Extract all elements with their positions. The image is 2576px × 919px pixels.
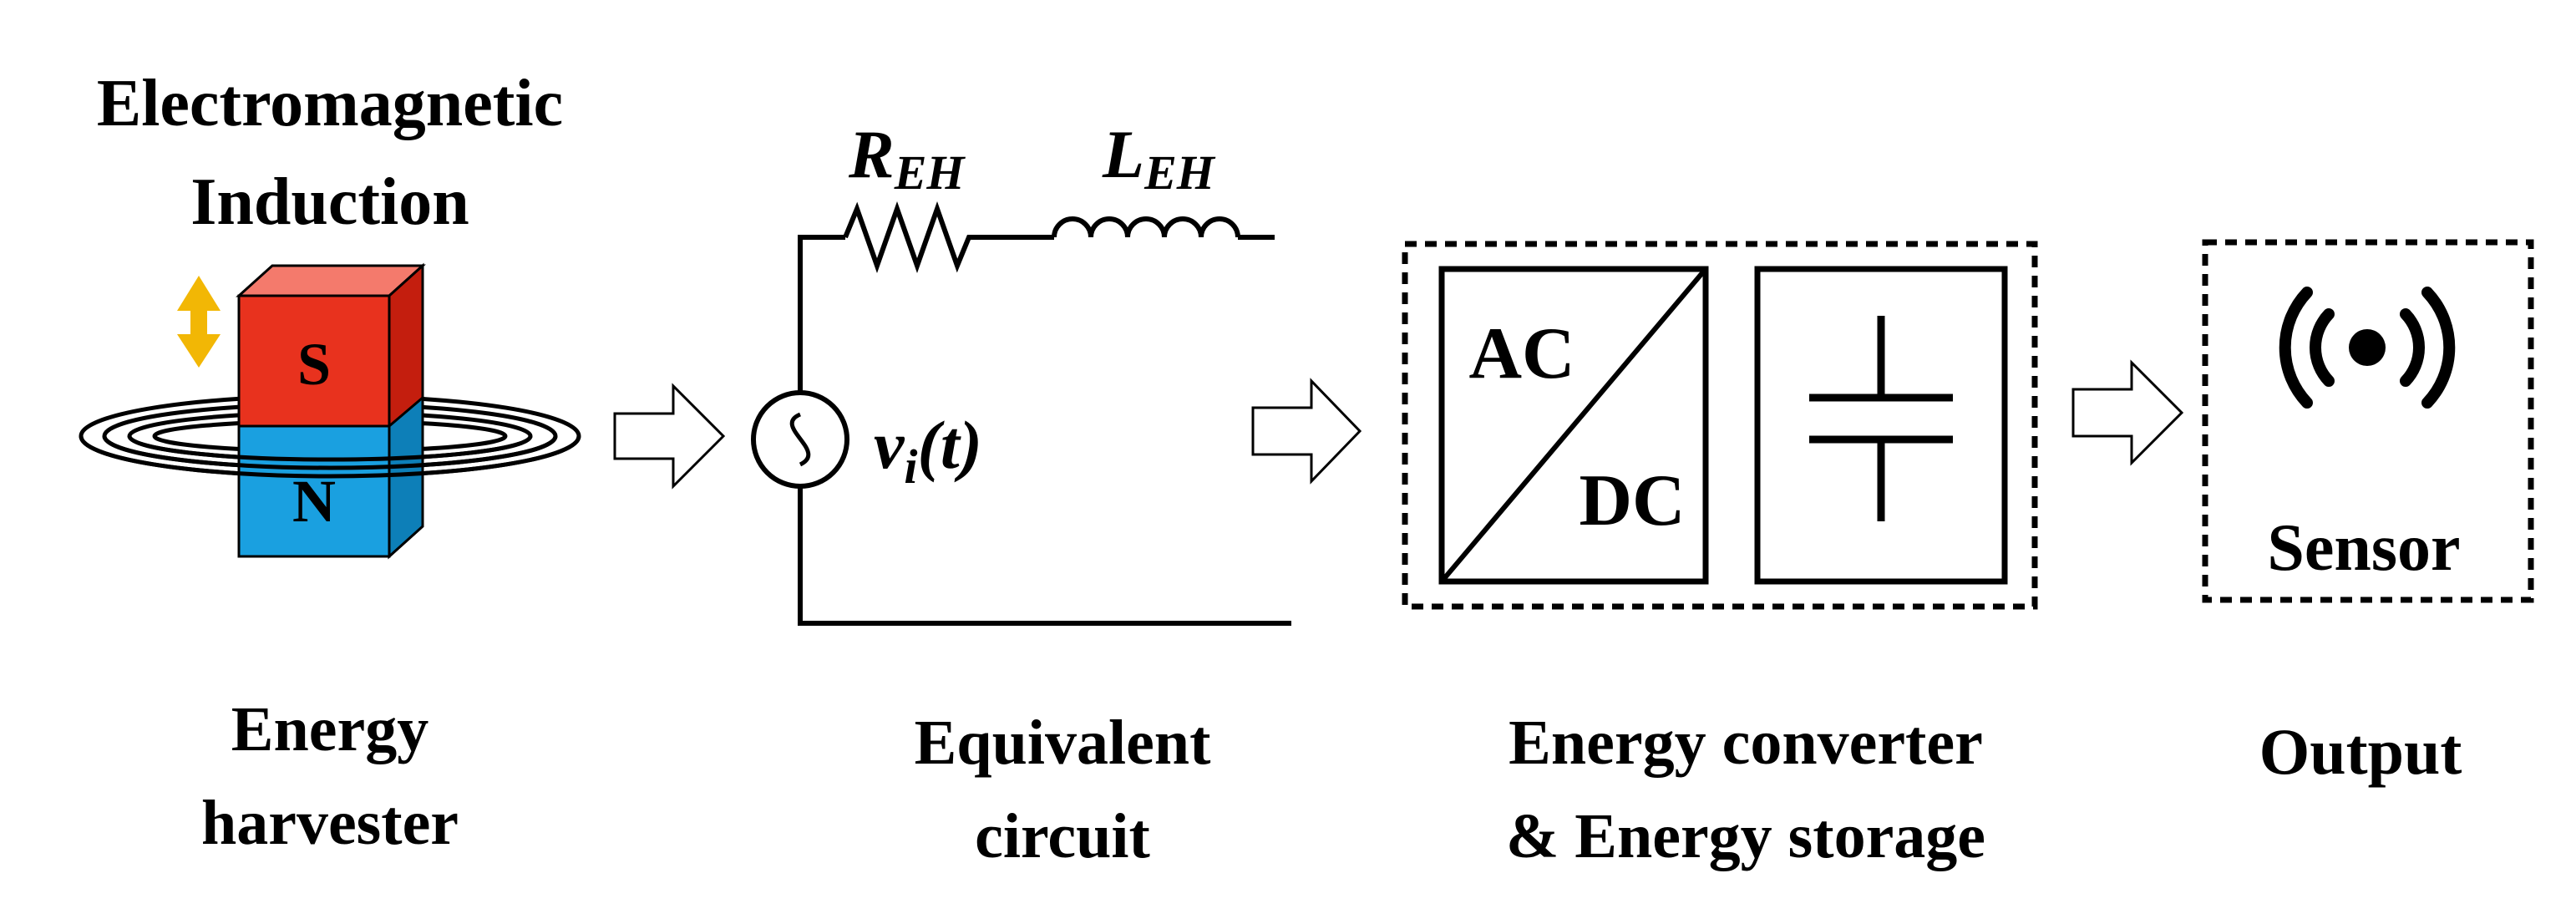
harvester-title: Electromagnetic Induction xyxy=(97,67,563,239)
magnet-south-label: S xyxy=(297,331,331,398)
harvester-title-line1: Electromagnetic xyxy=(97,67,563,140)
magnet-south xyxy=(237,294,391,428)
sensor-dashed-box xyxy=(2202,239,2534,603)
magnet: S N xyxy=(236,262,426,560)
broadcast-icon xyxy=(2279,287,2456,409)
inductor-label: LEH xyxy=(1102,116,1216,200)
converter-caption-line2: & Energy storage xyxy=(1506,801,1985,871)
harvester-caption-line1: Energy xyxy=(231,694,428,764)
motion-arrow xyxy=(177,276,221,368)
flow-arrow-3 xyxy=(2071,359,2184,466)
output-caption: Output xyxy=(2259,715,2462,788)
converter-dashed-box xyxy=(1402,241,2038,610)
flow-arrow-1 xyxy=(613,383,726,490)
coil-front xyxy=(79,435,581,479)
circuit-caption: Equivalent circuit xyxy=(915,708,1211,871)
converter-caption: Energy converter & Energy storage xyxy=(1506,708,1985,871)
magnet-north-label: N xyxy=(292,468,336,535)
magnet-north xyxy=(237,424,391,558)
inductor-symbol xyxy=(1052,216,1240,238)
sensor-label: Sensor xyxy=(2267,511,2460,585)
capacitor-icon xyxy=(1809,316,1953,521)
circuit-caption-line2: circuit xyxy=(975,801,1150,871)
circuit xyxy=(798,201,1291,626)
ac-dc-converter: AC DC xyxy=(1438,266,1709,585)
dc-label: DC xyxy=(1579,460,1685,541)
ac-label: AC xyxy=(1468,313,1575,394)
resistor-symbol xyxy=(843,201,1054,274)
harvester-title-line2: Induction xyxy=(190,165,469,239)
source-label: vi(t) xyxy=(874,407,982,494)
ac-source-symbol xyxy=(751,390,849,489)
flow-arrow-2 xyxy=(1251,378,1362,485)
harvester-caption-line2: harvester xyxy=(201,788,459,858)
circuit-caption-line1: Equivalent xyxy=(915,708,1211,778)
capacitor-storage xyxy=(1754,266,2008,585)
harvester-caption: Energy harvester xyxy=(201,694,459,858)
resistor-label: REH xyxy=(848,116,966,200)
converter-caption-line1: Energy converter xyxy=(1509,708,1983,778)
